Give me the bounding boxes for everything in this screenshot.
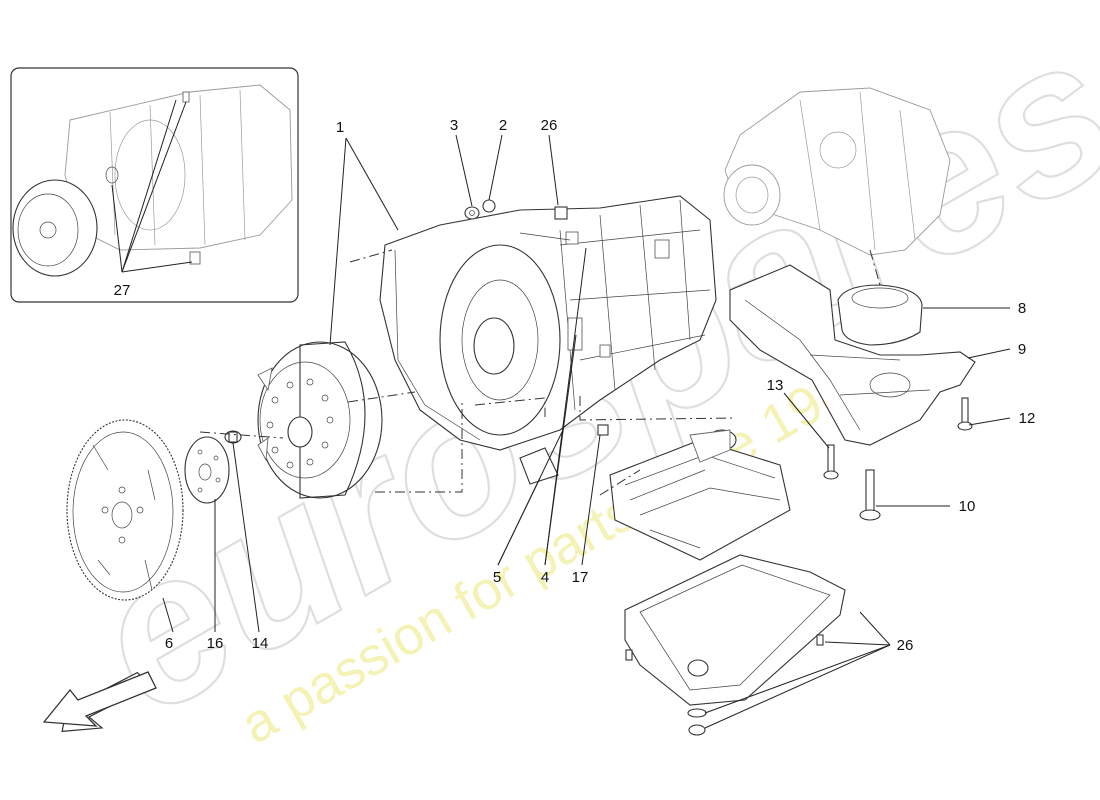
callout-3: 3: [450, 117, 458, 134]
callout-8: 8: [1018, 300, 1026, 317]
spacer-plate: [184, 436, 230, 504]
bolts-10-12-13: [823, 397, 973, 521]
oil-pan: [624, 554, 846, 736]
inset-overview: [10, 67, 299, 303]
small-fasteners-top: [464, 199, 568, 220]
transfer-case-ghost: [723, 87, 951, 256]
callout-17: 17: [572, 569, 589, 586]
part-5-block: [519, 447, 559, 485]
callout-10: 10: [959, 498, 976, 515]
callout-4: 4: [541, 569, 549, 586]
callout-14: 14: [252, 635, 269, 652]
callout-26-top: 26: [541, 117, 558, 134]
callout-16: 16: [207, 635, 224, 652]
callout-27: 27: [114, 282, 131, 299]
callout-1: 1: [336, 119, 344, 136]
callout-2: 2: [499, 117, 507, 134]
callout-26-bottom: 26: [897, 637, 914, 654]
gearbox-housing: [379, 195, 717, 451]
crossmember-9: [729, 264, 976, 446]
callout-6: 6: [165, 635, 173, 652]
leader-lines: [162, 134, 1011, 729]
callout-12: 12: [1019, 410, 1036, 427]
callout-5: 5: [493, 569, 501, 586]
flexplate: [66, 419, 184, 601]
callout-9: 9: [1018, 341, 1026, 358]
engine-mount-8: [837, 284, 923, 346]
torque-converter: [257, 341, 383, 499]
arrow-down-left-icon: [42, 671, 157, 733]
callout-13: 13: [767, 377, 784, 394]
valve-body: [609, 429, 791, 561]
bolt-14: [224, 430, 242, 444]
callout-labels: 1 3 2 26 27 8 9 13 12 10 5 4 17 6 16 14 …: [114, 117, 1036, 654]
bolt-17: [597, 424, 609, 436]
assembly-axes: [199, 249, 881, 496]
